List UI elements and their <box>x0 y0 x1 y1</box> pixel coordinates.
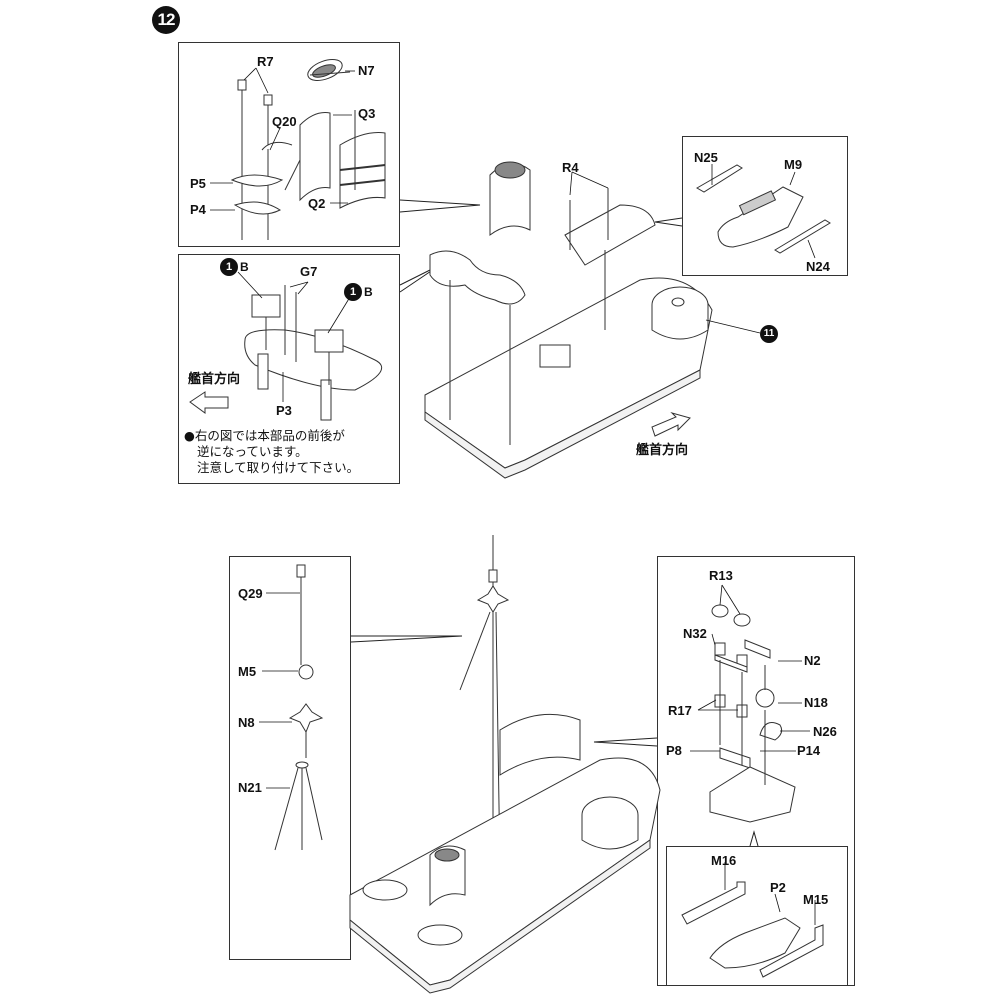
part-label-m15: M15 <box>803 892 829 907</box>
reference-step-badge: 1 <box>344 283 362 301</box>
reference-step-suffix: B <box>364 285 373 299</box>
reference-step-badge-11: 11 <box>760 325 778 343</box>
part-label-n18: N18 <box>804 695 828 710</box>
hull-complete-assembly <box>350 535 660 993</box>
part-label-m5: M5 <box>238 664 257 679</box>
part-label-n8: N8 <box>238 715 255 730</box>
part-label-r7: R7 <box>257 54 274 69</box>
part-label-n25: N25 <box>694 150 718 165</box>
part-label-p5: P5 <box>190 176 206 191</box>
part-label-m16: M16 <box>711 853 737 868</box>
part-label-q3: Q3 <box>358 106 376 121</box>
part-label-r4: R4 <box>562 160 579 175</box>
part-label-p2: P2 <box>770 880 786 895</box>
part-label-q20: Q20 <box>272 114 297 129</box>
part-label-n26: N26 <box>813 724 837 739</box>
hull-upper-assembly <box>425 162 712 478</box>
callout-pointer-mast <box>351 636 462 642</box>
part-label-g7: G7 <box>300 264 318 279</box>
step-number-badge: 12 <box>152 6 180 34</box>
bow-direction-label: 艦首方向 <box>636 443 689 458</box>
callout-pointer-smokestack <box>400 200 480 212</box>
part-label-n32: N32 <box>683 626 707 641</box>
part-label-n24: N24 <box>806 259 830 274</box>
part-label-p14: P14 <box>797 743 821 758</box>
part-label-r17: R17 <box>668 703 692 718</box>
callout-pointer-rear <box>594 738 657 746</box>
bow-direction-label: 艦首方向 <box>188 372 241 387</box>
bow-arrow-right <box>652 413 690 436</box>
part-label-m9: M9 <box>784 157 803 172</box>
panel-rear-base <box>666 846 848 986</box>
callout-pointer-deck <box>655 218 682 226</box>
part-label-n7: N7 <box>358 63 375 78</box>
part-label-p3: P3 <box>276 403 292 418</box>
part-label-p4: P4 <box>190 202 206 217</box>
callout-pointer-turret <box>400 265 440 292</box>
part-label-q2: Q2 <box>308 196 326 211</box>
note-line: 逆になっています。 <box>197 444 308 459</box>
reference-step-suffix: B <box>240 260 249 274</box>
reference-step-badge: 1 <box>220 258 238 276</box>
panel-mast <box>229 556 351 960</box>
part-label-n21: N21 <box>238 780 262 795</box>
note-line: 注意して取り付けて下さい。 <box>197 460 360 475</box>
part-label-p8: P8 <box>666 743 682 758</box>
part-label-n2: N2 <box>804 653 821 668</box>
part-label-r13: R13 <box>709 568 733 583</box>
part-label-q29: Q29 <box>238 586 263 601</box>
note-line: ●右の図では本部品の前後が <box>184 428 345 443</box>
